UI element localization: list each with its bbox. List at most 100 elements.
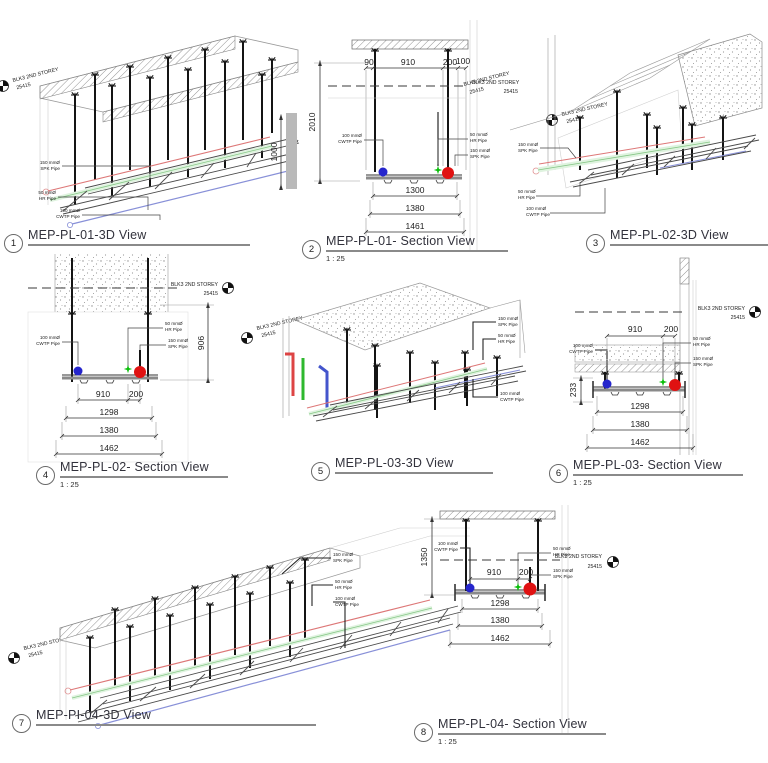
level-elevation: 25415	[731, 315, 746, 321]
hr-name-label: HR Pipe	[39, 196, 57, 201]
hr-size-label: 50 mmØ	[165, 321, 183, 326]
hanger-rods	[74, 42, 273, 205]
cwtp-name-label: CWTP Pipe	[56, 214, 80, 219]
concrete-slab	[293, 282, 492, 351]
spk-name-label: SPK Pipe	[333, 558, 353, 563]
cwtp-name-label: CWTP Pipe	[335, 602, 359, 607]
cwtp-pipe-end	[67, 221, 74, 228]
dim-1380: 1380	[491, 615, 510, 625]
viewport-mep-pl-02-3d[interactable]: BLK3 2ND STOREY 25415 BLK3 2ND STOREY 25…	[463, 20, 768, 253]
cwtp-pipe-marker	[73, 366, 83, 376]
level-elevation: 25415	[16, 82, 32, 91]
dim-1380: 1380	[100, 425, 119, 435]
dim-1300: 1300	[406, 185, 425, 195]
view-title-text-1: MEP-PL-01-3D View	[28, 228, 147, 242]
concrete-slab	[574, 344, 681, 363]
dim-1462: 1462	[100, 443, 119, 453]
spk-pipe-3d	[47, 136, 271, 192]
spk-pipe-3d	[69, 599, 431, 691]
dim-1298: 1298	[491, 598, 510, 608]
spk-riser-pipe	[285, 352, 295, 396]
dim-1298: 1298	[100, 407, 119, 417]
view-title-text-3: MEP-PL-02-3D View	[610, 228, 729, 242]
view-title-text-7: MEP-PI-04-3D View	[36, 708, 152, 722]
spk-size-label: 150 mmØ	[518, 142, 539, 147]
level-marker-icon	[0, 80, 9, 92]
spk-size-label: 150 mmØ	[693, 356, 714, 361]
viewport-mep-pl-01-section[interactable]: 90 910 200 100 2010 BLK3 2ND STOREY 2541…	[300, 20, 520, 263]
viewport-mep-pl-02-section[interactable]: BLK3 2ND STOREY 25415 906 50 mmØ HR Pipe…	[0, 250, 245, 494]
wall-element	[286, 113, 297, 189]
dim-1461: 1461	[406, 221, 425, 231]
view-title-4: 4 MEP-PL-02- Section View 1 : 25	[36, 460, 228, 489]
dim-200: 200	[519, 567, 533, 577]
view-number-4: 4	[36, 466, 55, 485]
hr-name-label: HR Pipe	[518, 195, 536, 200]
view-scale-6: 1 : 25	[573, 478, 592, 487]
spk-pipe-marker	[442, 167, 454, 179]
cwtp-size-label: 100 mmØ	[500, 391, 521, 396]
spk-name-label: SPK Pipe	[498, 322, 518, 327]
spk-pipe-3d	[306, 362, 486, 409]
viewport-mep-pl-01-3d[interactable]: 1000 BLK3 2ND STOREY 25415 150 mmØ SPK P…	[0, 20, 300, 253]
level-label: BLK3 2ND STOREY	[256, 315, 304, 332]
view-title-text-5: MEP-PL-03-3D View	[335, 456, 454, 470]
cwtp-name-label: CWTP Pipe	[434, 547, 458, 552]
spk-pipe-marker	[134, 366, 146, 378]
hr-size-label: 50 mmØ	[553, 546, 571, 551]
mep-pl-02-3d-drawing: BLK3 2ND STOREY 25415 BLK3 2ND STOREY 25…	[463, 33, 763, 217]
viewport-mep-pl-04-section[interactable]: 1350 BLK3 2ND STOREY 25415 50 mmØ HR Pip…	[410, 505, 645, 763]
cwtp-pipe-3d	[99, 629, 451, 726]
view-number-3: 3	[586, 234, 605, 253]
dim-910: 910	[487, 567, 501, 577]
spk-size-label: 150 mmØ	[333, 552, 354, 557]
dim-906: 906	[196, 336, 206, 350]
view-number-5: 5	[311, 462, 330, 481]
viewport-mep-pi-04-3d[interactable]: BLK3 2ND STOREY 25415	[0, 520, 475, 763]
cwtp-size-label: 100 mmØ	[335, 596, 356, 601]
dim-100: 100	[456, 56, 470, 66]
cwtp-size-label: 100 mmØ	[526, 206, 547, 211]
cwtp-pipe-3d	[659, 150, 747, 169]
hr-pipe-marker	[123, 364, 133, 374]
view-title-7: 7 MEP-PI-04-3D View	[12, 708, 316, 733]
ceiling-slab	[439, 510, 556, 520]
mep-pi-04-3d-drawing: BLK3 2ND STOREY 25415	[8, 527, 470, 729]
dim-910: 910	[628, 324, 642, 334]
mep-pl-04-section-drawing: 1350 BLK3 2ND STOREY 25415 50 mmØ HR Pip…	[419, 505, 619, 735]
viewport-mep-pl-03-3d[interactable]: BLK3 2ND STOREY 25415	[235, 258, 527, 490]
view-title-text-6: MEP-PL-03- Section View	[573, 458, 722, 472]
cwtp-name-label: CWTP Pipe	[36, 341, 60, 346]
spk-size-label: 150 mmØ	[498, 316, 519, 321]
spk-size-label: 150 mmØ	[553, 568, 574, 573]
concrete-slab	[677, 33, 763, 127]
view-number-7: 7	[12, 714, 31, 733]
cable-tray	[312, 365, 527, 422]
cwtp-pipe-marker	[602, 379, 612, 389]
spk-name-label: SPK Pipe	[518, 148, 538, 153]
hr-name-label: HR Pipe	[335, 585, 353, 590]
dim-910: 910	[96, 389, 110, 399]
dim-1350: 1350	[419, 547, 429, 566]
view-title-2: 2 MEP-PL-01- Section View 1 : 25	[302, 234, 508, 263]
hr-name-label: HR Pipe	[165, 327, 183, 332]
view-number-8: 8	[414, 723, 433, 742]
level-elevation: 25415	[204, 291, 219, 297]
view-title-6: 6 MEP-PL-03- Section View 1 : 25	[549, 458, 743, 487]
hr-size-label: 50 mmØ	[335, 579, 353, 584]
hr-name-label: HR Pipe	[693, 342, 711, 347]
level-label: BLK3 2ND STOREY	[12, 67, 60, 84]
level-label: BLK3 2ND STOREY	[561, 101, 609, 118]
cwtp-size-label: 100 mmØ	[40, 335, 61, 340]
hr-size-label: 50 mmØ	[518, 189, 536, 194]
view-title-1: 1 MEP-PL-01-3D View	[4, 228, 250, 253]
spk-pipe-end	[42, 188, 50, 196]
cwtp-riser-pipe	[318, 364, 329, 410]
level-label: BLK3 2ND STOREY	[171, 282, 219, 288]
spk-name-label: SPK Pipe	[168, 344, 188, 349]
cable-tray	[59, 136, 300, 215]
viewport-mep-pl-03-section[interactable]: BLK3 2ND STOREY 25415 910 200 100 mmØ CW…	[545, 250, 768, 494]
cwtp-name-label: CWTP Pipe	[500, 397, 524, 402]
level-marker-icon	[241, 332, 253, 344]
view-scale-8: 1 : 25	[438, 737, 457, 746]
